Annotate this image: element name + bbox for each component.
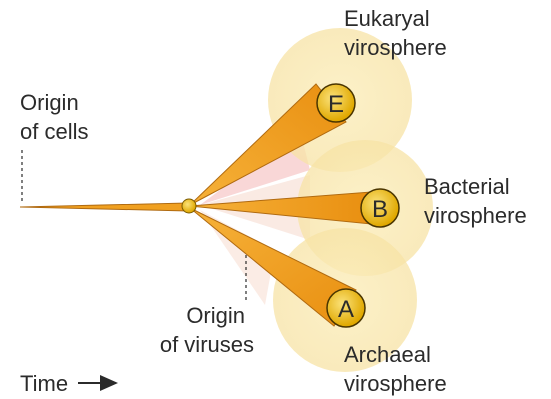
origin-cells-label-2: of cells xyxy=(20,119,88,144)
bacterial-label-2: virosphere xyxy=(424,203,527,228)
origin-viruses-label-1: Origin xyxy=(186,303,245,328)
bacteria-letter: B xyxy=(372,196,388,223)
time-label: Time xyxy=(20,371,68,396)
eukaryal-label-1: Eukaryal xyxy=(344,6,430,31)
eukarya-node: E xyxy=(317,84,355,122)
origin-cells-label-1: Origin xyxy=(20,90,79,115)
archaea-letter: A xyxy=(338,296,354,323)
archaeal-label-1: Archaeal xyxy=(344,342,431,367)
eukaryal-label-2: virosphere xyxy=(344,35,447,60)
eukarya-letter: E xyxy=(328,91,344,118)
bacterial-label-1: Bacterial xyxy=(424,174,510,199)
archaea-node: A xyxy=(327,289,365,327)
cell-lineage-stem xyxy=(20,203,188,211)
origin-viruses-label-2: of viruses xyxy=(160,332,254,357)
archaeal-label-2: virosphere xyxy=(344,371,447,396)
branch-point xyxy=(182,199,196,213)
bacteria-node: B xyxy=(361,189,399,227)
